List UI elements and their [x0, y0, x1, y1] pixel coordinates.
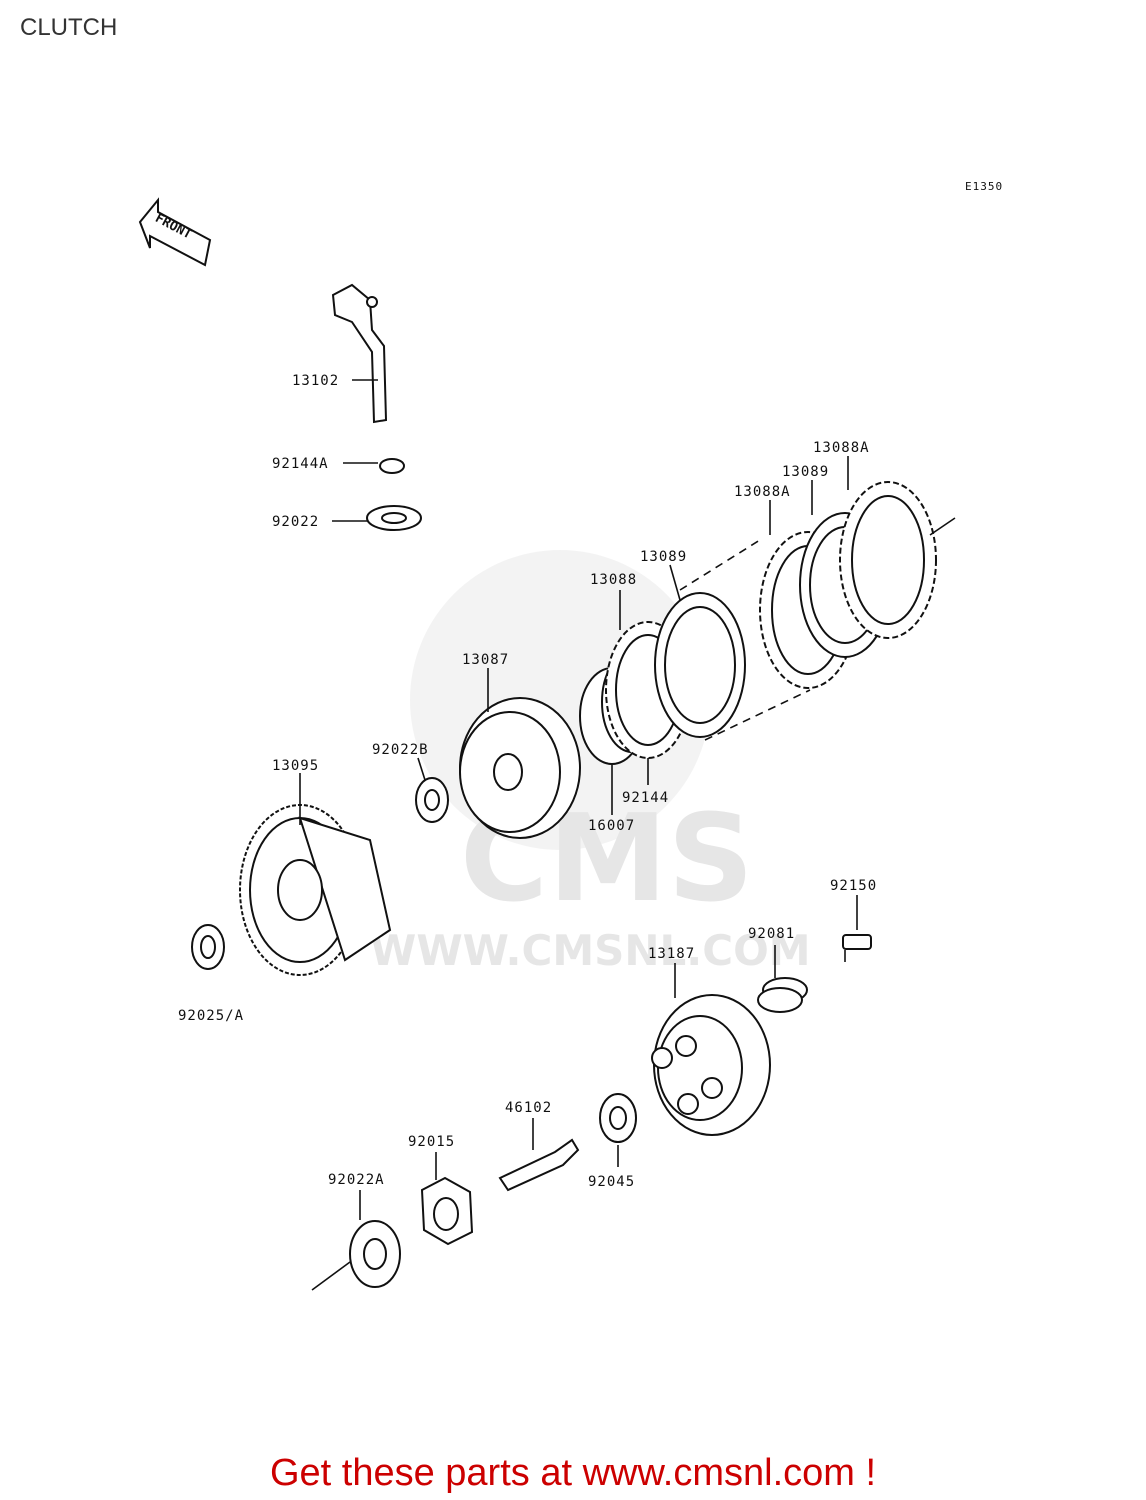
part-13087 [459, 668, 581, 839]
label-13089-top: 13089 [782, 464, 829, 480]
label-92144A: 92144A [272, 456, 329, 472]
part-92022B [415, 757, 449, 823]
label-13087: 13087 [462, 652, 509, 668]
label-92015: 92015 [408, 1134, 455, 1150]
part-92150 [842, 895, 872, 962]
watermark-url: WWW.CMSNL.COM [370, 926, 811, 975]
label-13095: 13095 [272, 758, 319, 774]
label-13088: 13088 [590, 572, 637, 588]
part-13102 [331, 283, 388, 424]
label-13088A-mid: 13088A [734, 484, 791, 500]
label-92045: 92045 [588, 1174, 635, 1190]
label-92025A: 92025/A [178, 1008, 244, 1024]
label-92022B: 92022B [372, 742, 429, 758]
front-arrow-icon: FRONT [138, 197, 212, 267]
part-13095 [239, 773, 392, 976]
label-16007: 16007 [588, 818, 635, 834]
label-92022A: 92022A [328, 1172, 385, 1188]
part-13089 [654, 564, 746, 738]
label-13187: 13187 [648, 946, 695, 962]
part-92081 [757, 945, 808, 1013]
label-92144: 92144 [622, 790, 669, 806]
part-13088A-top [839, 456, 956, 639]
label-92022: 92022 [272, 514, 319, 530]
label-13089: 13089 [640, 549, 687, 565]
label-13088A-top: 13088A [813, 440, 870, 456]
page-title: CLUTCH [20, 14, 118, 41]
part-13187 [651, 963, 771, 1136]
part-92015 [420, 1152, 474, 1246]
footer-link[interactable]: Get these parts at www.cmsnl.com ! [269, 1452, 877, 1494]
label-13102: 13102 [292, 373, 339, 389]
part-92025A [191, 924, 225, 970]
diagram-ref: E1350 [965, 180, 1003, 193]
label-92081: 92081 [748, 926, 795, 942]
label-46102: 46102 [505, 1100, 552, 1116]
part-46102 [498, 1118, 580, 1192]
part-92045 [599, 1093, 637, 1167]
label-92150: 92150 [830, 878, 877, 894]
part-92144A [343, 458, 405, 474]
part-92022 [332, 505, 422, 531]
part-92022A [311, 1190, 401, 1291]
watermark: CMS WWW.CMSNL.COM [370, 550, 811, 975]
